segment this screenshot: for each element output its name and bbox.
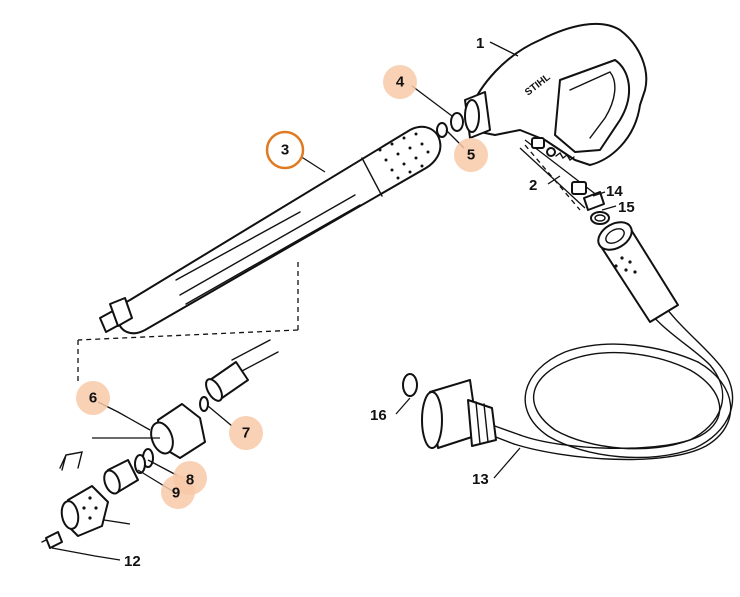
callout-highlights [76,65,488,509]
spray-lance[interactable] [99,125,442,335]
assembly-reference-lines [77,144,581,382]
highlight-4 [383,65,417,99]
hose-coupling-bottom[interactable] [421,379,497,449]
o-ring-part-15[interactable] [590,211,610,225]
callout-3[interactable]: 3 [281,142,289,159]
callout-2[interactable]: 2 [529,177,537,194]
o-ring-part-9[interactable] [134,454,146,474]
callout-13[interactable]: 13 [472,471,489,488]
highlight-6 [76,381,110,415]
selected-ring-3 [265,130,305,170]
high-pressure-hose[interactable] [487,291,734,461]
highlight-9 [161,475,195,509]
nut-part-14[interactable] [583,191,605,211]
highlight-5 [454,138,488,172]
valve-parts-kit[interactable] [519,137,599,209]
callout-5[interactable]: 5 [467,147,475,164]
nozzle-cap[interactable] [60,485,109,537]
spray-gun-body[interactable]: STIHL [464,23,648,166]
callout-14[interactable]: 14 [606,183,623,200]
lance-grip-dots [378,132,430,180]
lance-tube-connector[interactable] [203,339,279,403]
callout-1[interactable]: 1 [476,35,484,52]
nozzle-insert[interactable] [101,459,139,496]
o-ring-part-4[interactable] [450,112,464,132]
callout-15[interactable]: 15 [618,199,635,216]
callout-8[interactable]: 8 [186,472,194,489]
callout-12[interactable]: 12 [124,553,141,570]
callout-4[interactable]: 4 [396,74,405,91]
o-ring-part-16[interactable] [402,373,418,397]
callout-7[interactable]: 7 [242,425,250,442]
callout-16[interactable]: 16 [370,407,387,424]
highlight-7 [229,416,263,450]
o-ring-part-5[interactable] [436,122,448,138]
nozzle-sleeve-part-6[interactable] [147,403,206,459]
o-ring-part-7[interactable] [199,396,209,412]
callout-6[interactable]: 6 [89,390,97,407]
nozzle-tip-part-12[interactable] [41,531,63,549]
spring-clip[interactable] [59,451,83,471]
hose-coupling-top[interactable] [593,217,679,323]
callout-9[interactable]: 9 [172,485,180,502]
callout-labels: 1 2 3 4 5 6 7 8 9 12 13 14 15 16 [89,35,635,570]
